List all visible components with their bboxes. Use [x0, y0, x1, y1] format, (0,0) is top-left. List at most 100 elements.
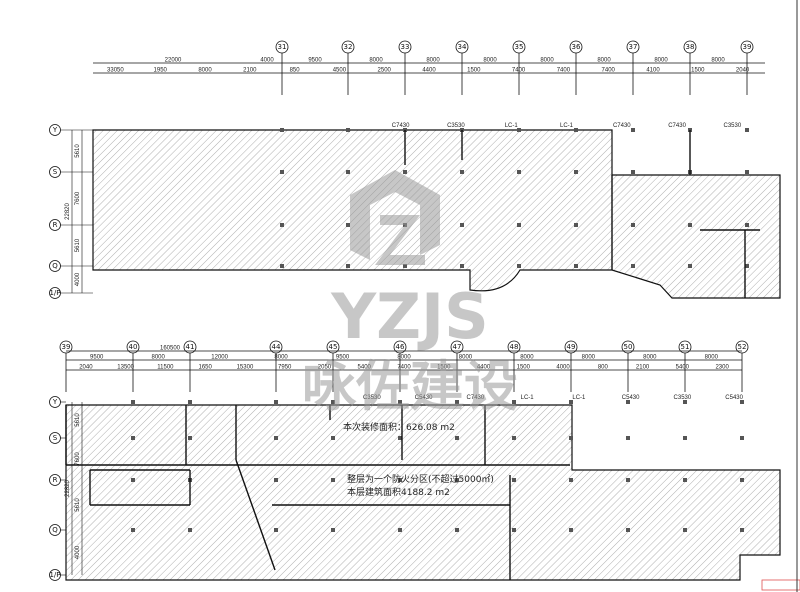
- column-axis-label: 39: [62, 343, 71, 351]
- axis-bubble: [398, 40, 412, 54]
- axis-bubble: [512, 40, 526, 54]
- dimension-text: 800: [598, 365, 609, 371]
- window-door-label: LC-1: [505, 123, 519, 129]
- dimension-text: 1500: [467, 68, 481, 74]
- structural-column: [683, 478, 687, 482]
- structural-column: [740, 528, 744, 532]
- structural-column: [688, 223, 692, 227]
- dimension-text: 8000: [198, 68, 212, 74]
- structural-column: [626, 528, 630, 532]
- structural-column: [188, 528, 192, 532]
- window-door-label: C7430: [392, 123, 410, 129]
- structural-column: [688, 264, 692, 268]
- structural-column: [631, 223, 635, 227]
- structural-column: [398, 400, 402, 404]
- structural-column: [398, 436, 402, 440]
- dimension-text: 8000: [274, 355, 288, 361]
- structural-column: [346, 128, 350, 132]
- structural-column: [512, 478, 516, 482]
- dimension-text: 1950: [154, 68, 168, 74]
- structural-column: [631, 170, 635, 174]
- structural-column: [274, 436, 278, 440]
- structural-column: [280, 170, 284, 174]
- column-axis-label: 31: [278, 43, 287, 51]
- structural-column: [512, 528, 516, 532]
- axis-bubble: [126, 340, 140, 354]
- structural-column: [131, 528, 135, 532]
- dimension-text: 2040: [736, 68, 750, 74]
- dimension-text: 2500: [378, 68, 392, 74]
- dimension-total: 160500: [160, 346, 181, 352]
- dimension-text: 8000: [654, 58, 668, 64]
- column-axis-label: 35: [515, 43, 524, 51]
- window-door-label: C3530: [724, 123, 742, 129]
- structural-column: [740, 400, 744, 404]
- dimension-text: 1500: [691, 68, 705, 74]
- structural-column: [740, 478, 744, 482]
- structural-column: [626, 478, 630, 482]
- dimension-text: 9500: [90, 355, 104, 361]
- row-axis-label: Y: [52, 126, 58, 134]
- structural-column: [517, 264, 521, 268]
- axis-bubble: [735, 340, 749, 354]
- dimension-text: 4400: [477, 365, 491, 371]
- axis-bubble: [683, 40, 697, 54]
- column-axis-label: 51: [681, 343, 690, 351]
- structural-column: [569, 478, 573, 482]
- structural-column: [131, 478, 135, 482]
- structural-column: [626, 436, 630, 440]
- dimension-text: 8000: [483, 58, 497, 64]
- structural-column: [398, 528, 402, 532]
- dimension-text: 2300: [715, 365, 729, 371]
- column-axis-label: 33: [401, 43, 410, 51]
- structural-column: [274, 478, 278, 482]
- dimension-text: 2050: [318, 365, 332, 371]
- structural-column: [512, 436, 516, 440]
- dimension-text: 4000: [556, 365, 570, 371]
- dimension-text: 8000: [520, 355, 534, 361]
- structural-column: [455, 478, 459, 482]
- column-axis-label: 45: [329, 343, 338, 351]
- structural-column: [403, 264, 407, 268]
- dimension-text: 13500: [117, 365, 134, 371]
- axis-bubble: [455, 40, 469, 54]
- window-door-label: C3530: [363, 395, 381, 401]
- row-dimension-text: 5610: [75, 413, 81, 427]
- structural-column: [460, 223, 464, 227]
- structural-column: [346, 264, 350, 268]
- axis-bubble: [678, 340, 692, 354]
- row-dimension-total: 22820: [65, 202, 71, 219]
- row-axis-label: Q: [52, 526, 58, 534]
- column-axis-label: 52: [738, 343, 747, 351]
- row-axis-label: 1/P: [49, 571, 60, 579]
- structural-column: [131, 436, 135, 440]
- row-axis-label: 1/P: [49, 289, 60, 297]
- row-axis-label: S: [53, 434, 58, 442]
- row-dimension-total: 22820: [65, 479, 71, 496]
- axis-bubble: [49, 396, 61, 408]
- column-axis-label: 46: [396, 343, 405, 351]
- structural-column: [569, 400, 573, 404]
- axis-bubble: [49, 524, 61, 536]
- title-stamp: [761, 579, 800, 591]
- axis-bubble: [326, 340, 340, 354]
- axis-bubble: [569, 40, 583, 54]
- axis-bubble: [341, 40, 355, 54]
- window-door-label: LC-1: [521, 395, 535, 401]
- dimension-text: 7400: [397, 365, 411, 371]
- column-axis-label: 49: [567, 343, 576, 351]
- structural-column: [188, 436, 192, 440]
- axis-bubble: [621, 340, 635, 354]
- structural-column: [569, 528, 573, 532]
- dimension-text: 9500: [308, 58, 322, 64]
- dimension-text: 5400: [676, 365, 690, 371]
- axis-bubble: [507, 340, 521, 354]
- dimension-text: 4500: [333, 68, 347, 74]
- structural-column: [574, 223, 578, 227]
- dimension-text: 7400: [557, 68, 571, 74]
- structural-column: [280, 264, 284, 268]
- structural-column: [683, 400, 687, 404]
